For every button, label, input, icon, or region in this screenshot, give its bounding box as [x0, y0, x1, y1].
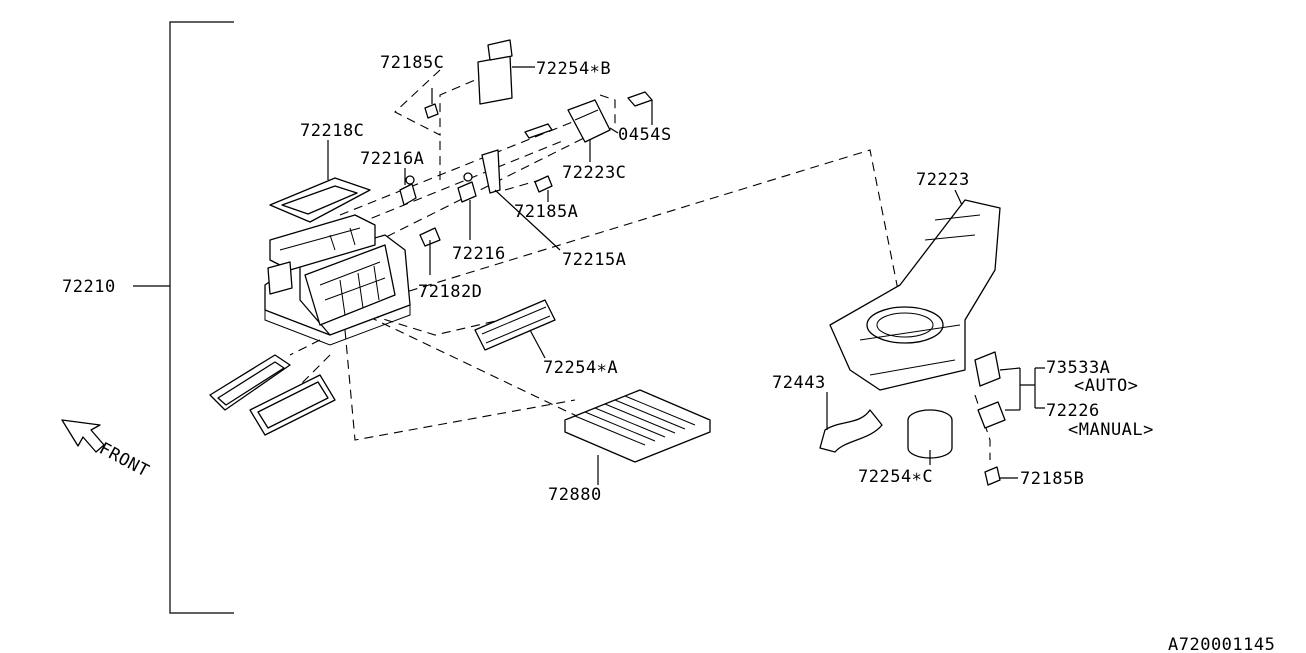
label-72443: 72443 — [772, 373, 826, 393]
label-72210: 72210 — [62, 277, 116, 297]
actuator-72216 — [457, 172, 477, 203]
label-72185a: 72185A — [514, 202, 578, 222]
label-auto: <AUTO> — [1074, 376, 1138, 396]
label-72218c: 72218C — [300, 121, 364, 141]
label-72216: 72216 — [452, 244, 506, 264]
lower-duct-left — [209, 354, 291, 411]
seal-72218c — [269, 177, 371, 223]
label-72182d: 72182D — [418, 282, 482, 302]
screw-72185a — [534, 175, 553, 193]
actuator-72216a — [399, 175, 417, 206]
screw-0454s — [627, 91, 653, 107]
screw-72185c — [424, 88, 439, 119]
label-72185c: 72185C — [380, 53, 444, 73]
link-rod — [524, 123, 553, 139]
blower-case-72223 — [829, 199, 1001, 391]
label-front: FRONT — [96, 439, 153, 482]
heater-unit-housing — [264, 214, 411, 346]
resistor-72226 — [977, 401, 1006, 429]
label-manual: <MANUAL> — [1068, 420, 1154, 440]
link-72215a — [481, 149, 501, 194]
assembly-bracket — [133, 21, 234, 614]
leader-lines — [327, 66, 1045, 485]
label-72185b: 72185B — [1020, 469, 1084, 489]
label-72880: 72880 — [548, 485, 602, 505]
front-arrow-icon — [61, 419, 105, 453]
label-72223: 72223 — [916, 170, 970, 190]
label-72216a: 72216A — [360, 149, 424, 169]
label-72254c: 72254∗C — [858, 467, 933, 487]
diagram-code: A720001145 — [1168, 635, 1275, 653]
blower-motor-72254c — [907, 409, 953, 459]
link-72182d — [419, 227, 441, 247]
label-72226: 72226 — [1046, 401, 1100, 421]
bracket-72254b — [477, 39, 513, 105]
label-72223c: 72223C — [562, 163, 626, 183]
label-73533a: 73533A — [1046, 358, 1110, 378]
label-72254b: 72254∗B — [536, 59, 611, 79]
filter-cover-72254a — [474, 299, 556, 351]
label-72254a: 72254∗A — [543, 358, 618, 378]
resistor-73533a — [974, 351, 1001, 387]
duct-hose-72443 — [819, 409, 883, 453]
screw-72185b — [984, 466, 1001, 486]
label-0454s: 0454S — [618, 125, 672, 145]
air-filter-72880 — [564, 389, 711, 463]
motor-72223c — [567, 99, 611, 143]
lower-duct-right — [249, 374, 336, 436]
label-72215a: 72215A — [562, 250, 626, 270]
